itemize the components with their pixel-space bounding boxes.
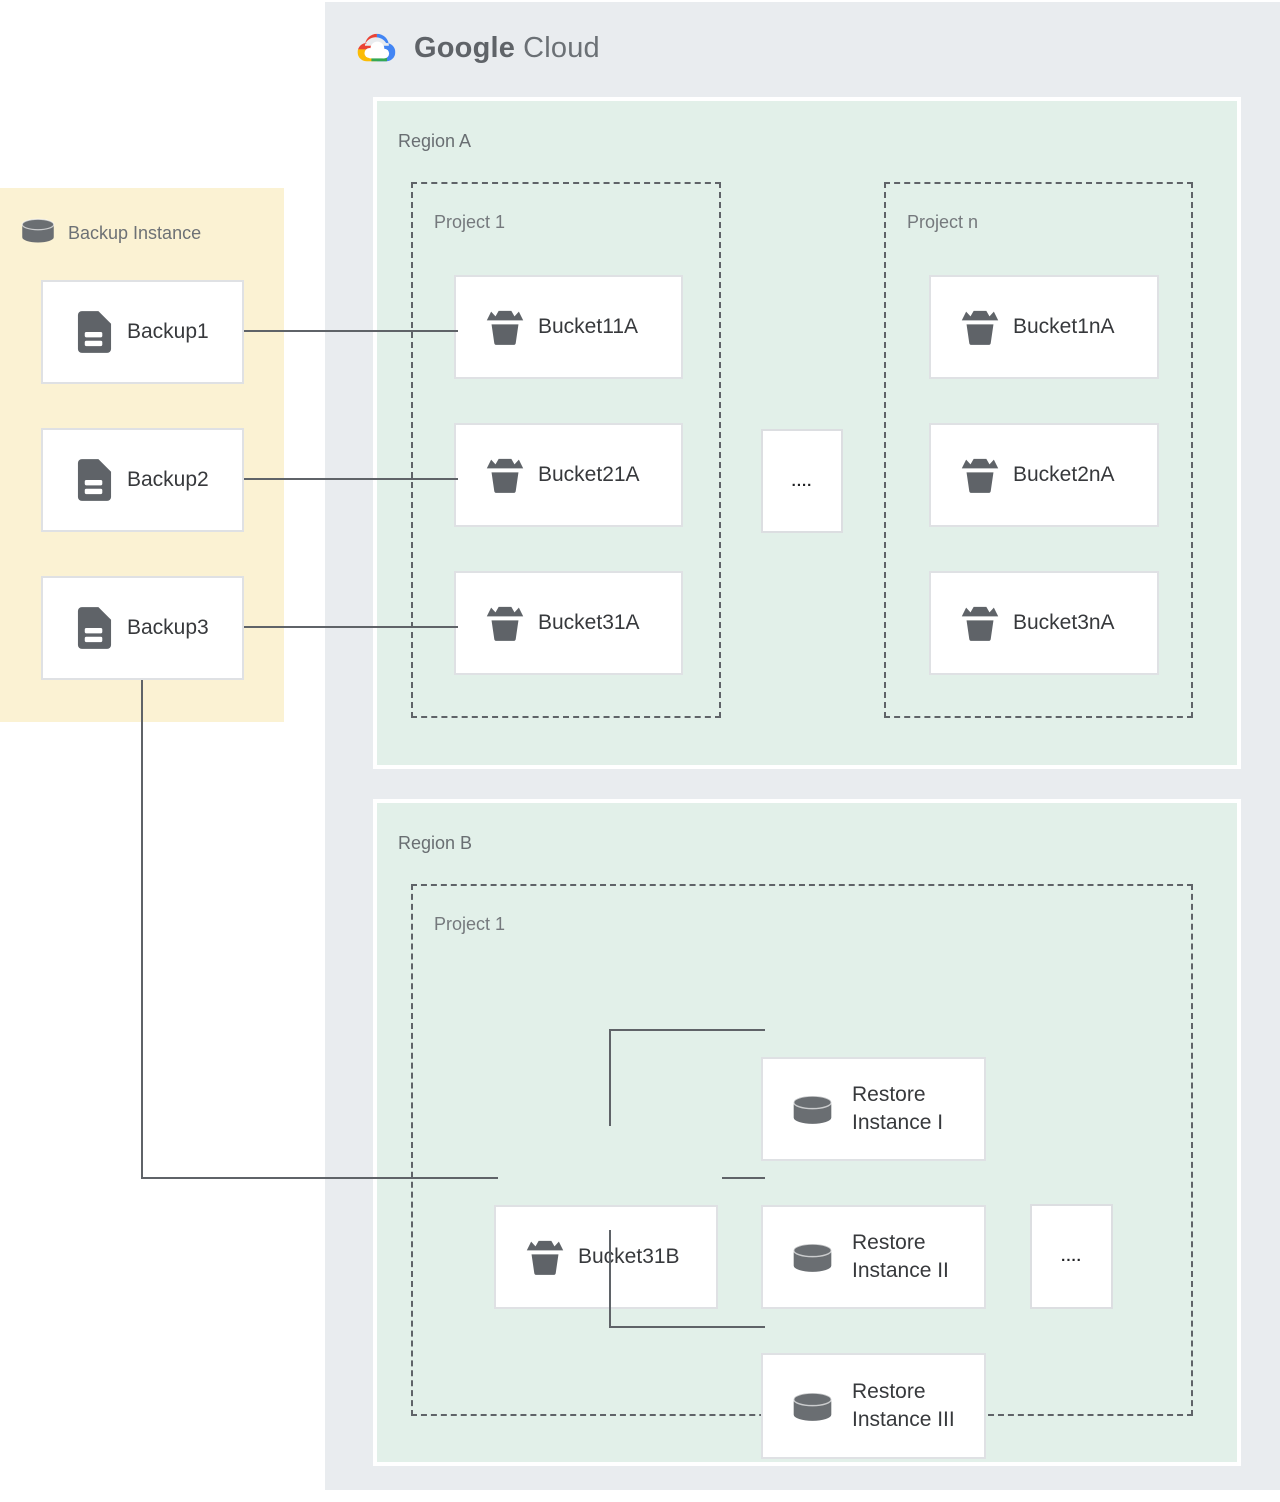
node-label: Bucket21A — [538, 462, 640, 486]
region-a-project-n-label: Project n — [907, 212, 979, 232]
node-bucket1na: Bucket1nA — [929, 275, 1159, 379]
backup-panel-title: Backup Instance — [68, 222, 202, 243]
ellipsis-text: .... — [791, 472, 813, 490]
node-label: Bucket31B — [578, 1244, 680, 1268]
database-icon — [791, 1391, 834, 1422]
document-icon — [76, 458, 113, 502]
node-restore-instance-2: Restore Instance II — [761, 1205, 986, 1309]
bucket-icon — [961, 309, 999, 346]
node-bucket31b: Bucket31B — [494, 1205, 718, 1309]
region-b-ellipsis-box: .... — [1030, 1204, 1113, 1309]
node-label: Bucket31A — [538, 610, 640, 634]
region-a-box: Region A Project 1 Bucket11A Bucket21A B… — [373, 97, 1241, 769]
node-label: Restore Instance I — [852, 1082, 944, 1134]
backup-instance-panel: Backup Instance Backup1 Backup2 Backup3 — [0, 188, 284, 722]
node-restore-instance-1: Restore Instance I — [761, 1057, 986, 1161]
node-label: Backup3 — [127, 615, 209, 639]
database-icon — [791, 1094, 834, 1125]
node-bucket3na: Bucket3nA — [929, 571, 1159, 675]
node-label: Bucket3nA — [1013, 610, 1115, 634]
region-a-project-1-box: Project 1 Bucket11A Bucket21A Bucket31A — [411, 182, 721, 718]
node-label: Backup2 — [127, 467, 209, 491]
document-icon — [76, 310, 113, 354]
node-backup2: Backup2 — [41, 428, 244, 532]
node-label: Backup1 — [127, 319, 209, 343]
bucket-icon — [526, 1239, 564, 1276]
node-label: Bucket1nA — [1013, 314, 1115, 338]
document-icon — [76, 606, 113, 650]
database-icon — [20, 217, 56, 249]
node-label: Restore Instance III — [852, 1379, 955, 1431]
ellipsis-text: .... — [1061, 1248, 1082, 1265]
node-restore-instance-3: Restore Instance III — [761, 1353, 986, 1459]
region-b-label: Region B — [398, 833, 473, 853]
logo-product-text: Cloud — [523, 32, 600, 64]
region-b-project-1-box: Project 1 Restore Instance I Bucket31B R… — [411, 884, 1193, 1459]
node-bucket11a: Bucket11A — [454, 275, 683, 379]
node-label: Bucket2nA — [1013, 462, 1115, 486]
logo-brand-text: Google — [414, 32, 516, 64]
node-label: Restore Instance II — [852, 1230, 949, 1282]
bucket-icon — [961, 605, 999, 642]
region-a-ellipsis-box: .... — [761, 429, 843, 533]
region-a-label: Region A — [398, 131, 472, 151]
region-b-box: Region B Project 1 Restore Instance I Bu… — [373, 799, 1241, 1466]
bucket-icon — [486, 309, 524, 346]
region-a-project-n-box: Project n Bucket1nA Bucket2nA Bucket3nA — [884, 182, 1193, 718]
node-backup1: Backup1 — [41, 280, 244, 384]
bucket-icon — [961, 457, 999, 494]
database-icon — [791, 1242, 834, 1273]
node-bucket31a: Bucket31A — [454, 571, 683, 675]
backup-panel-header: Backup Instance — [20, 217, 201, 249]
node-bucket2na: Bucket2nA — [929, 423, 1159, 527]
node-label: Bucket11A — [538, 314, 639, 338]
region-a-project-1-label: Project 1 — [434, 212, 506, 232]
region-b-project-1-label: Project 1 — [434, 914, 506, 934]
node-bucket21a: Bucket21A — [454, 423, 683, 527]
node-backup3: Backup3 — [41, 576, 244, 680]
google-cloud-icon — [353, 30, 399, 67]
bucket-icon — [486, 457, 524, 494]
bucket-icon — [486, 605, 524, 642]
